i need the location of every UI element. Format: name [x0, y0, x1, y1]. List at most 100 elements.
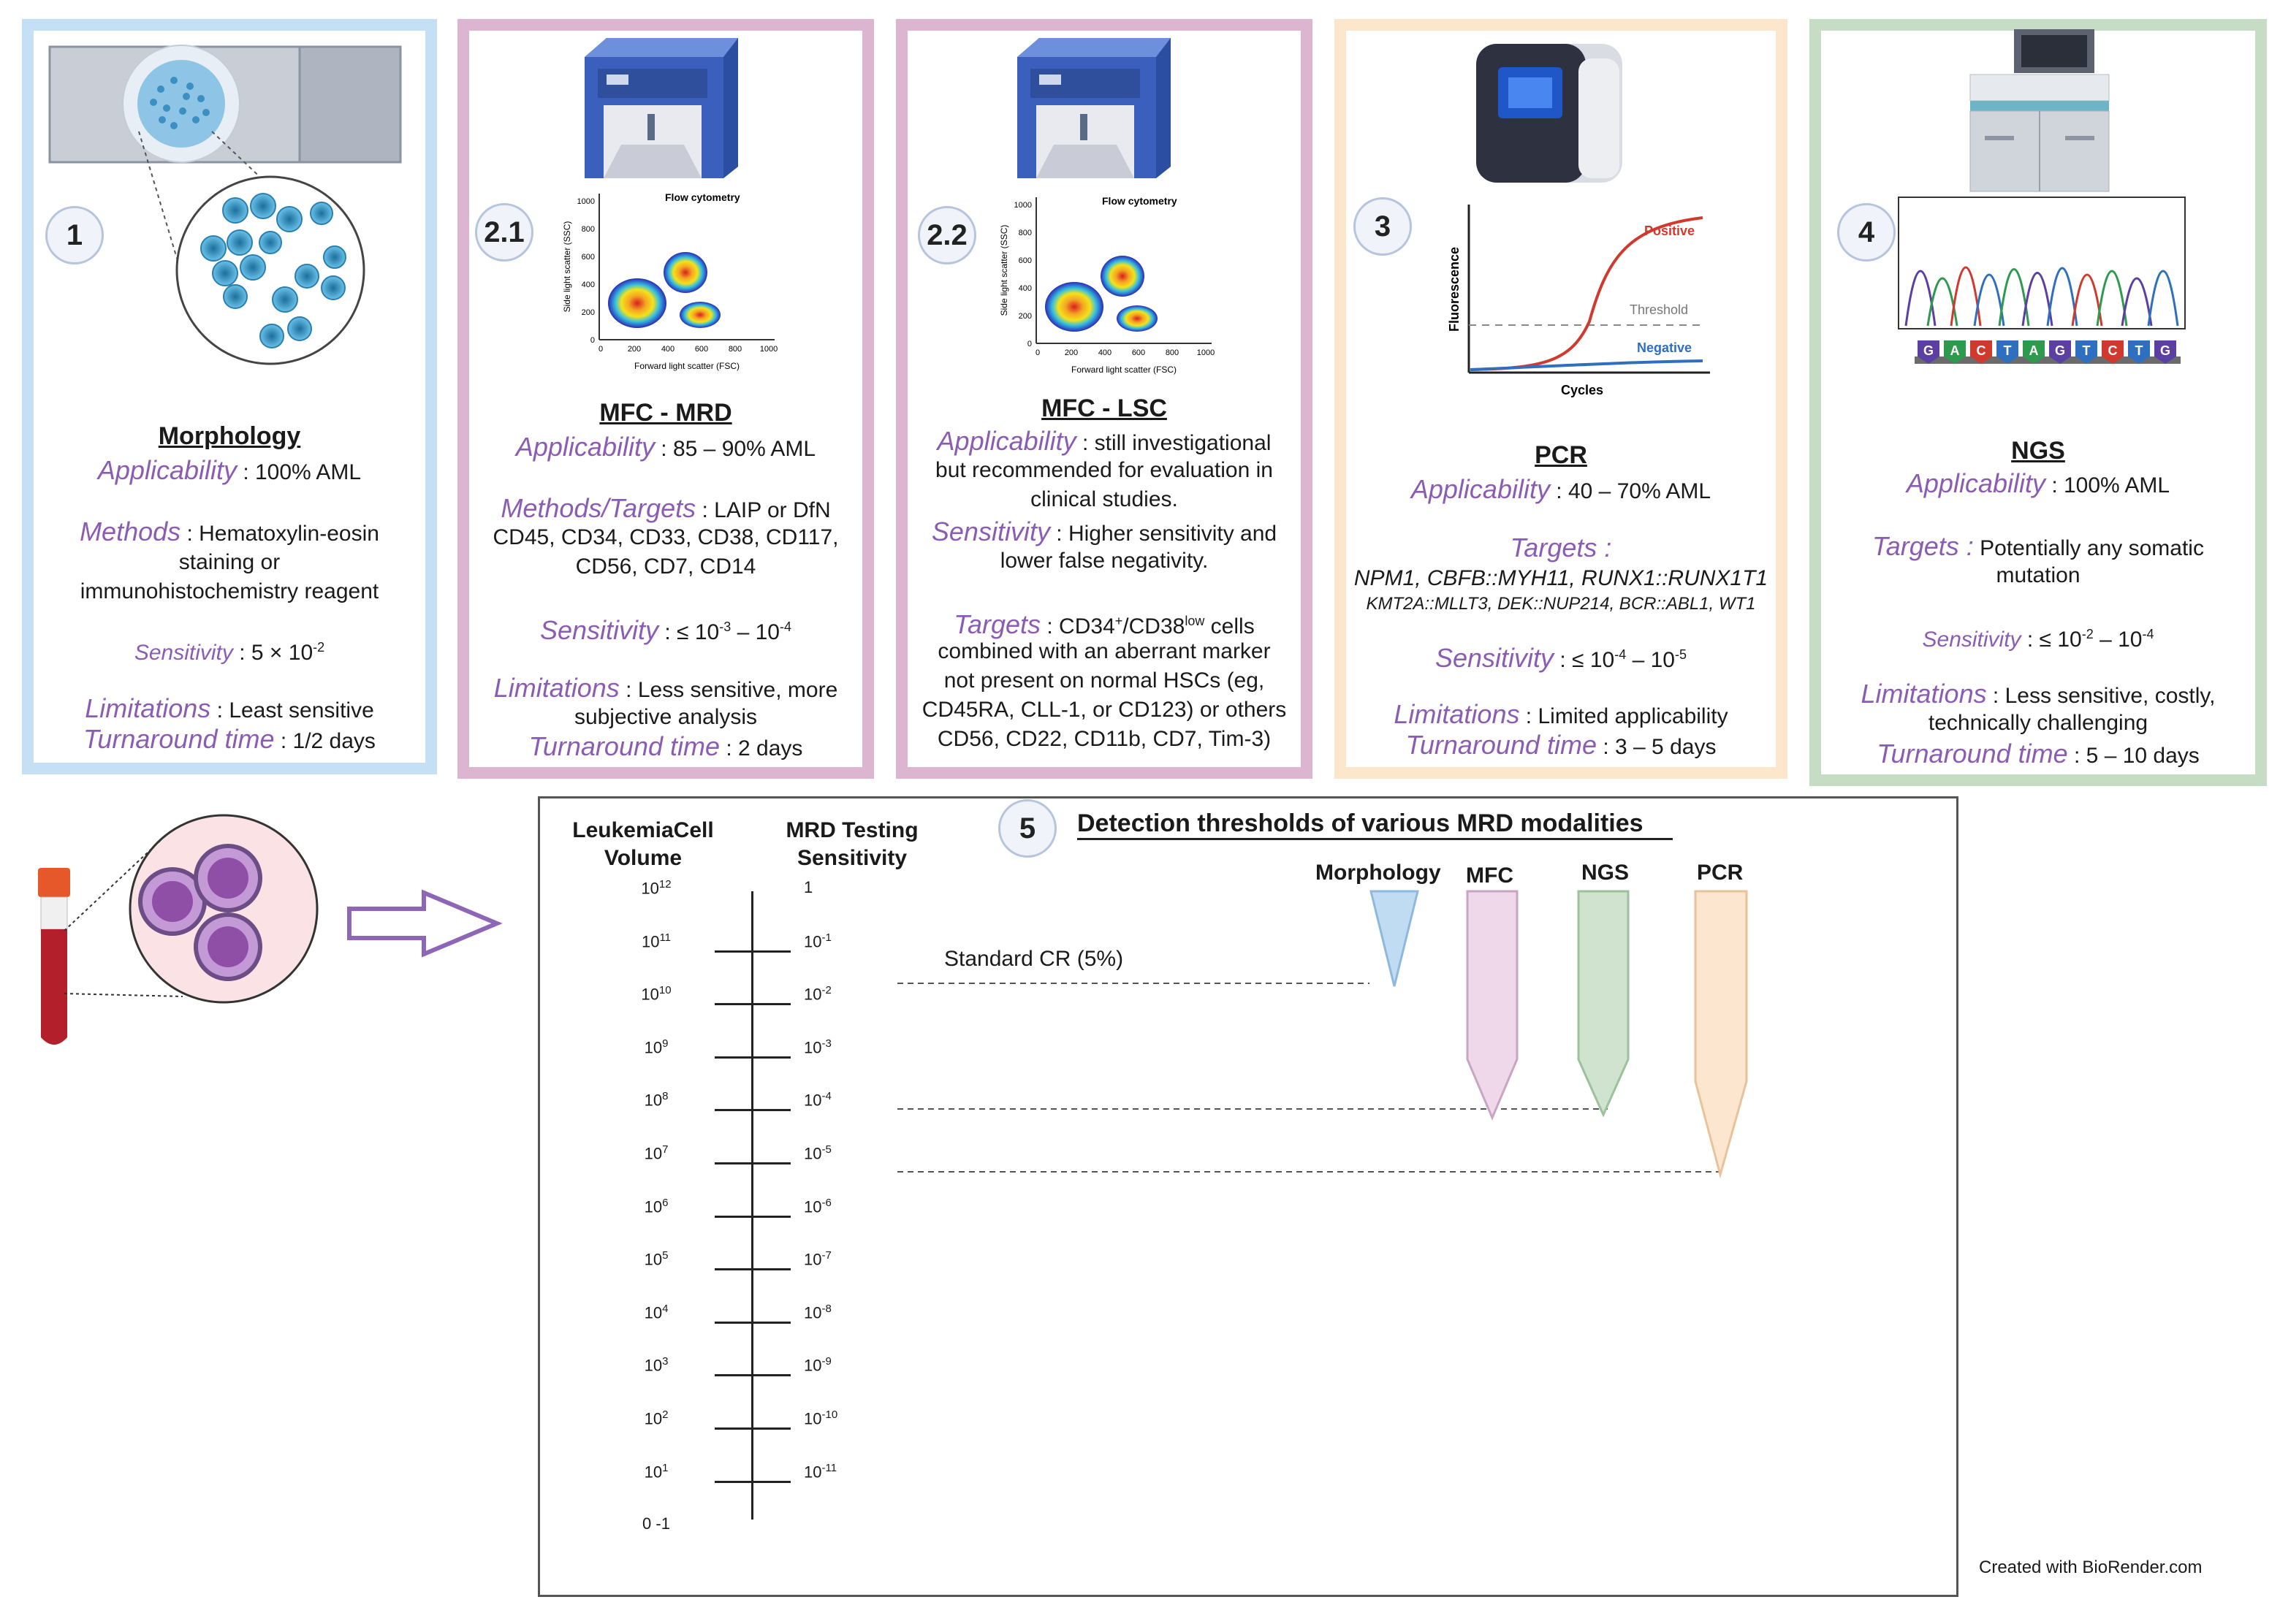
volume-level-label: 105 [627, 1249, 685, 1269]
scale-tick [715, 1215, 791, 1218]
base-letter: T [2083, 343, 2091, 358]
ngs-limitations: Limitations : Less sensitive, costly, [1861, 679, 2216, 709]
right-arrow-icon [347, 889, 503, 958]
flow-plot-ylabel: Side light scatter (SSC) [999, 225, 1009, 316]
level-base: 10 [644, 1462, 663, 1481]
morphology-methods-l3: immunohistochemistry reagent [80, 579, 379, 603]
volume-level-label: 107 [627, 1143, 685, 1163]
level-base: 10 [804, 1197, 822, 1216]
base-tile [2075, 340, 2097, 364]
ngs-applicability: Applicability : 100% AML [1906, 468, 2170, 498]
mfc-lsc-targets-l5: CD56, CD22, CD11b, CD7, Tim-3) [937, 727, 1272, 751]
mfc-mrd-methods: Methods/Targets : LAIP or DfN [501, 493, 831, 523]
level-exponent: -4 [821, 1090, 832, 1103]
flow-plot-ylabel: Side light scatter (SSC) [562, 221, 572, 313]
flow-plot-xlabel: Forward light scatter (FSC) [634, 361, 740, 371]
level-base: 10 [804, 1462, 822, 1481]
flow-plot-ytick: 600 [582, 253, 595, 262]
col-sensitivity-l2: Sensitivity [797, 846, 908, 870]
thresholds-title: Detection thresholds of various MRD moda… [1077, 809, 1673, 840]
level-exponent: 8 [662, 1090, 669, 1103]
flow-cytometer-icon [585, 38, 738, 178]
level-base: 10 [804, 1303, 822, 1322]
col-volume-l1: LeukemiaCell [572, 818, 714, 842]
mfc-lsc-targets-l2: combined with an aberrant marker [938, 639, 1271, 663]
flow-plot-xlabel: Forward light scatter (FSC) [1071, 365, 1177, 375]
sensitivity-level-label: 10-3 [804, 1037, 848, 1057]
mfc-mrd-turnaround: Turnaround time : 2 days [528, 731, 803, 761]
pcr-sensitivity: Sensitivity : ≤ 10-4 – 10-5 [1434, 643, 1687, 673]
level-base: 10 [644, 1038, 663, 1057]
level-exponent: -7 [821, 1249, 832, 1262]
flow-plot-xtick: 600 [1132, 348, 1145, 357]
scale-tick [715, 1374, 791, 1377]
level-exponent: 1 [662, 1461, 669, 1474]
step-5-badge: 5 [998, 799, 1057, 858]
level-base: 10 [641, 931, 660, 950]
sensitivity-level-label: 10-5 [804, 1143, 848, 1163]
scale-tick [715, 1003, 791, 1006]
sensitivity-level-label: 10-9 [804, 1355, 848, 1375]
base-tile [2049, 340, 2071, 364]
ngs-title: NGS [2011, 437, 2065, 465]
morphology-title: Morphology [158, 422, 301, 450]
level-base: 10 [644, 1197, 663, 1216]
level-exponent: 3 [662, 1355, 669, 1368]
standard-cr-label: Standard CR (5%) [944, 947, 1124, 971]
biorender-credit: Created with BioRender.com [1979, 1558, 2203, 1577]
ngs-targets: Targets : Potentially any somatic [1872, 531, 2204, 561]
flow-plot-ytick: 600 [1019, 256, 1032, 265]
flow-plot-ytick: 200 [582, 308, 595, 317]
level-exponent: -9 [821, 1355, 832, 1368]
mfc-lsc-sensitivity: Sensitivity : Higher sensitivity and [931, 516, 1277, 546]
level-base: 10 [644, 1409, 663, 1428]
flow-plot-xtick: 600 [695, 345, 708, 354]
flow-plot-xtick: 800 [1166, 348, 1179, 357]
level-base: 1 [804, 878, 813, 896]
base-tile [2128, 340, 2150, 364]
pcr-positive-label: Positive [1644, 224, 1695, 238]
flow-plot-xtick: 200 [1065, 348, 1078, 357]
morphology-methods-l2: staining or [178, 550, 281, 574]
scale-axis [751, 891, 753, 1520]
sequencer-icon [1969, 29, 2110, 192]
level-base: 10 [804, 1409, 822, 1428]
flow-plot-ytick: 800 [582, 225, 595, 234]
scale-tick [715, 1427, 791, 1430]
level-exponent: 9 [662, 1037, 669, 1050]
flow-plot-ytick: 0 [1027, 340, 1032, 348]
step-1-badge: 1 [45, 206, 104, 264]
ngs-threshold-marker [1577, 890, 1630, 1118]
sensitivity-level-label: 10-10 [804, 1408, 848, 1428]
base-letter: G [2055, 343, 2065, 358]
base-tile [2102, 340, 2124, 364]
flow-plot-ytick: 0 [590, 336, 595, 345]
base-letter: T [2135, 343, 2143, 358]
pcr-targets-l2: KMT2A::MLLT3, DEK::NUP214, BCR::ABL1, WT… [1366, 594, 1756, 614]
morphology-turnaround: Turnaround time : 1/2 days [83, 724, 376, 754]
flow-plot-title: Flow cytometry [665, 191, 740, 203]
volume-level-label: 1011 [627, 931, 685, 951]
level-base: 10 [644, 1144, 663, 1163]
level-exponent: 11 [659, 931, 672, 944]
level-base: 10 [644, 1091, 663, 1110]
pcr-machine-icon [1476, 44, 1622, 183]
flow-plot-mrd: Flow cytometry Forward light scatter (FS… [562, 191, 778, 371]
flow-plot-ytick: 1000 [577, 197, 595, 206]
level-base: 10 [644, 1250, 663, 1269]
level-exponent: 2 [662, 1408, 669, 1421]
ngs-targets-l2: mutation [1996, 563, 2080, 587]
mfc-lsc-targets-l4: CD45RA, CLL-1, or CD123) or others [922, 698, 1287, 722]
ngs-panel [1809, 19, 2267, 786]
base-tile [2154, 340, 2176, 364]
flow-plot-xtick: 800 [729, 345, 742, 354]
morphology-modality-label: Morphology [1315, 861, 1441, 885]
ngs-sensitivity: Sensitivity : ≤ 10-2 – 10-4 [1922, 627, 2154, 652]
ngs-turnaround: Turnaround time : 5 – 10 days [1877, 739, 2200, 769]
sensitivity-level-label: 10-11 [804, 1462, 848, 1482]
step-2-1-badge: 2.1 [475, 203, 533, 262]
sensitivity-level-label: 1 [804, 878, 848, 897]
level-exponent: 4 [662, 1302, 669, 1315]
base-letter: T [2004, 343, 2012, 358]
base-letter: A [1950, 343, 1960, 358]
